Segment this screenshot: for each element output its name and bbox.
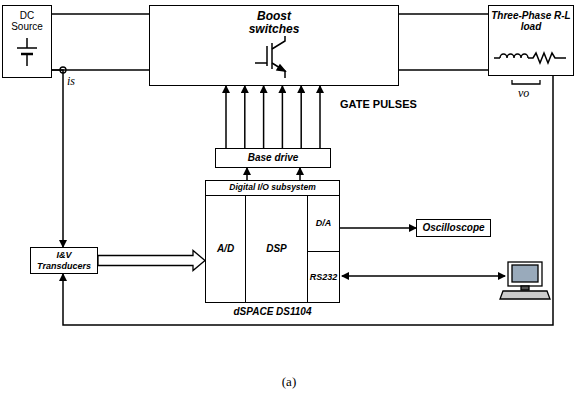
power-wire — [399, 69, 488, 71]
converter-box: A/D — [205, 195, 246, 303]
box-label: A/D — [217, 243, 234, 254]
computer-icon — [500, 262, 550, 299]
box-label: Boost switches — [239, 10, 309, 37]
io-box: Digital I/O subsystem — [205, 180, 340, 196]
load-box: Three-Phase R-L load — [488, 5, 574, 76]
power-wire — [52, 69, 149, 71]
signal-arrow — [52, 70, 63, 247]
box-label: D/A — [316, 218, 332, 228]
signal-arrow — [299, 168, 301, 180]
signal-arrow — [246, 168, 248, 180]
box-label: Three-Phase R-L load — [491, 10, 571, 32]
converter-box: D/A — [307, 195, 340, 252]
figure-caption: (a) — [282, 374, 296, 390]
driver-box: Base drive — [215, 148, 331, 168]
signal-arrow — [319, 86, 321, 148]
controller-board: dSPACE DS1104Digital I/O subsystemA/DDSP… — [205, 180, 340, 303]
box-label: DSP — [266, 243, 287, 254]
signal-name: is — [67, 74, 75, 89]
board-name: dSPACE DS1104 — [205, 306, 340, 317]
rl-load-symbol — [494, 53, 566, 63]
signal-arrow — [300, 86, 302, 148]
signal-arrow — [282, 86, 284, 148]
box-label: Digital I/O subsystem — [229, 183, 315, 193]
box-label: RS232 — [310, 272, 338, 282]
serial-link — [342, 275, 505, 277]
voltage-bracket — [512, 80, 540, 84]
port-box: RS232 — [307, 251, 340, 303]
signal-name: vo — [518, 86, 529, 101]
processor-box: DSP — [245, 195, 308, 303]
sensor-box: I&V Transducers — [30, 247, 98, 274]
data-flow-arrow — [98, 251, 205, 271]
signal-label: GATE PULSES — [340, 98, 417, 110]
signal-arrow — [63, 76, 553, 325]
switch-box: Boost switches — [149, 5, 399, 86]
power-wire — [399, 13, 488, 15]
battery-symbol — [17, 38, 37, 66]
connector-layer — [52, 14, 553, 325]
instrument-box: Oscilloscope — [416, 219, 491, 237]
power-wire — [52, 13, 149, 15]
signal-arrow — [225, 86, 227, 148]
signal-arrow — [340, 227, 416, 229]
signal-arrow — [244, 86, 246, 148]
source-box: DC Source — [2, 5, 52, 78]
box-label: Oscilloscope — [422, 222, 484, 233]
signal-arrow — [263, 86, 265, 148]
box-label: Base drive — [248, 152, 299, 163]
box-label: I&V Transducers — [33, 250, 95, 270]
box-label: DC Source — [5, 10, 49, 32]
igbt-symbol — [255, 36, 285, 78]
